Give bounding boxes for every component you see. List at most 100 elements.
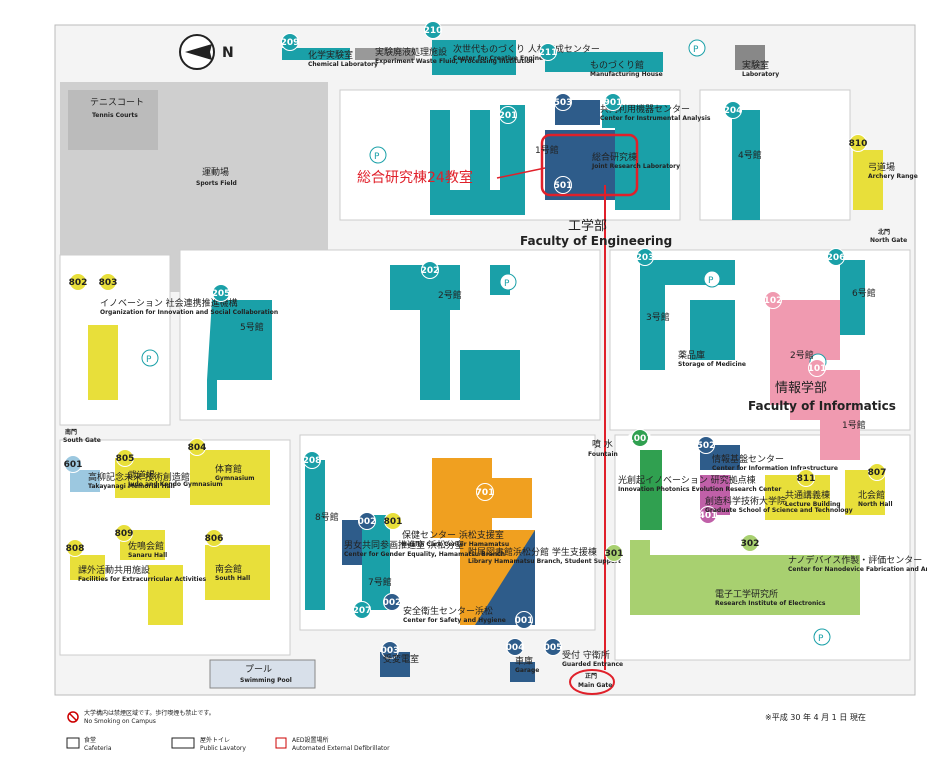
- building-name-jp: 1号館: [842, 419, 866, 431]
- legend-aed-jp: AED設置場所: [292, 736, 329, 744]
- cafeteria-icon: [66, 737, 80, 749]
- north-gate-jp: 北門: [878, 228, 890, 236]
- building-number: 802: [69, 278, 88, 288]
- building-name-jp: ものづくり館: [590, 59, 644, 71]
- building-number-badge: [604, 93, 622, 111]
- bldg-waste: [355, 48, 415, 60]
- building-name-en: Center for Safety and Hygiene: [403, 617, 506, 624]
- pool-en: Swimming Pool: [240, 677, 292, 684]
- building-name-en: Facilities for Extracurricular Activitie…: [78, 576, 207, 583]
- building-number: 301: [605, 549, 624, 559]
- building-number-badge: [188, 438, 206, 456]
- building-number: 211: [539, 48, 558, 58]
- legend-aed-en: Automated External Defibrillator: [292, 745, 390, 752]
- svg-text:P: P: [818, 634, 824, 644]
- building-name-en: Takayanagi Memorial Hall: [88, 483, 175, 490]
- building-number-badge: [476, 483, 494, 501]
- highlight-label: 総合研究棟24教室: [357, 169, 473, 186]
- building-number: 208: [303, 456, 322, 466]
- building-name-jp: 弓道場: [868, 161, 895, 173]
- building-number-badge: [383, 593, 401, 611]
- building-number-badge: [116, 449, 134, 467]
- building-number: 101: [808, 364, 827, 374]
- building-name-jp: 5号館: [240, 321, 264, 333]
- building-number: 001: [515, 616, 534, 626]
- building-name-jp: 次世代ものづくり 人材育成センター: [453, 43, 600, 55]
- building-number-badge: [506, 638, 524, 656]
- bldg-803: [88, 325, 118, 400]
- bldg-202: [390, 265, 520, 400]
- tennis-jp: テニスコート: [90, 97, 144, 108]
- faculty-engineering-en: Faculty of Engineering: [520, 234, 672, 248]
- building-name-jp: 6号館: [852, 287, 876, 299]
- building-name-jp: 男女共同参画推進室 浜松分室: [344, 539, 464, 551]
- main-gate-jp: 正門: [585, 672, 597, 680]
- building-number-badge: [849, 134, 867, 152]
- building-number-badge: [554, 93, 572, 111]
- building-name-jp: 総合研究棟: [592, 151, 637, 163]
- legend-no-smoking-en: No Smoking on Campus: [84, 718, 156, 725]
- building-number: 810: [849, 139, 868, 149]
- building-number: 804: [188, 443, 207, 453]
- building-number: 1001: [627, 434, 652, 444]
- building-number: 809: [115, 529, 134, 539]
- building-number-badge: [358, 512, 376, 530]
- building-number: 808: [66, 544, 85, 554]
- building-number-badge: [281, 33, 299, 51]
- building-number: 401: [699, 511, 718, 521]
- building-name-en: Guarded Entrance: [562, 661, 623, 668]
- building-number-badge: [303, 451, 321, 469]
- building-number: 806: [205, 534, 224, 544]
- north-label: N: [222, 45, 234, 61]
- building-name-jp: ナノデバイス作製・評価センター: [788, 554, 922, 566]
- bldg-811: [765, 475, 830, 520]
- building-name-en: South Hall: [215, 575, 250, 582]
- building-name-jp: イノベーション 社会連携推進機構: [100, 297, 238, 309]
- building-number-badge: [515, 611, 533, 629]
- building-number-badge: [99, 273, 117, 291]
- building-name-en: Joint Research Laboratory: [591, 163, 680, 170]
- building-name-jp: 南会館: [215, 563, 242, 575]
- legend-toilet-jp: 屋外トイレ: [200, 736, 230, 744]
- building-number-badge: [724, 101, 742, 119]
- south-gate-en: South Gate: [63, 437, 101, 444]
- bldg-804: [190, 450, 270, 505]
- bldg-004: [510, 662, 535, 682]
- building-name-en: Chemical Laboratory: [308, 61, 378, 68]
- building-number-badge: [544, 638, 562, 656]
- building-number-badge: [699, 506, 717, 524]
- building-number-badge: [421, 261, 439, 279]
- building-number: 210: [424, 26, 443, 36]
- sports-en: Sports Field: [196, 180, 237, 187]
- building-name-en: Center for Gender Equality, Hamamatsu Br…: [344, 551, 505, 558]
- bldg-208: [305, 460, 325, 610]
- building-name-en: Graduate School of Science and Technolog…: [705, 507, 853, 514]
- building-name-jp: 受変電室: [383, 653, 419, 665]
- bldg-102: [770, 300, 840, 405]
- building-name-en: Judo and Kendo Gymnasium: [127, 481, 223, 488]
- svg-text:P: P: [146, 355, 152, 365]
- building-name-jp: 課外活動共用施設: [78, 564, 150, 576]
- building-name-en: Manufacturing House: [590, 71, 663, 78]
- bldg-1001: [640, 450, 662, 530]
- faculty-informatics-en: Faculty of Informatics: [748, 399, 896, 413]
